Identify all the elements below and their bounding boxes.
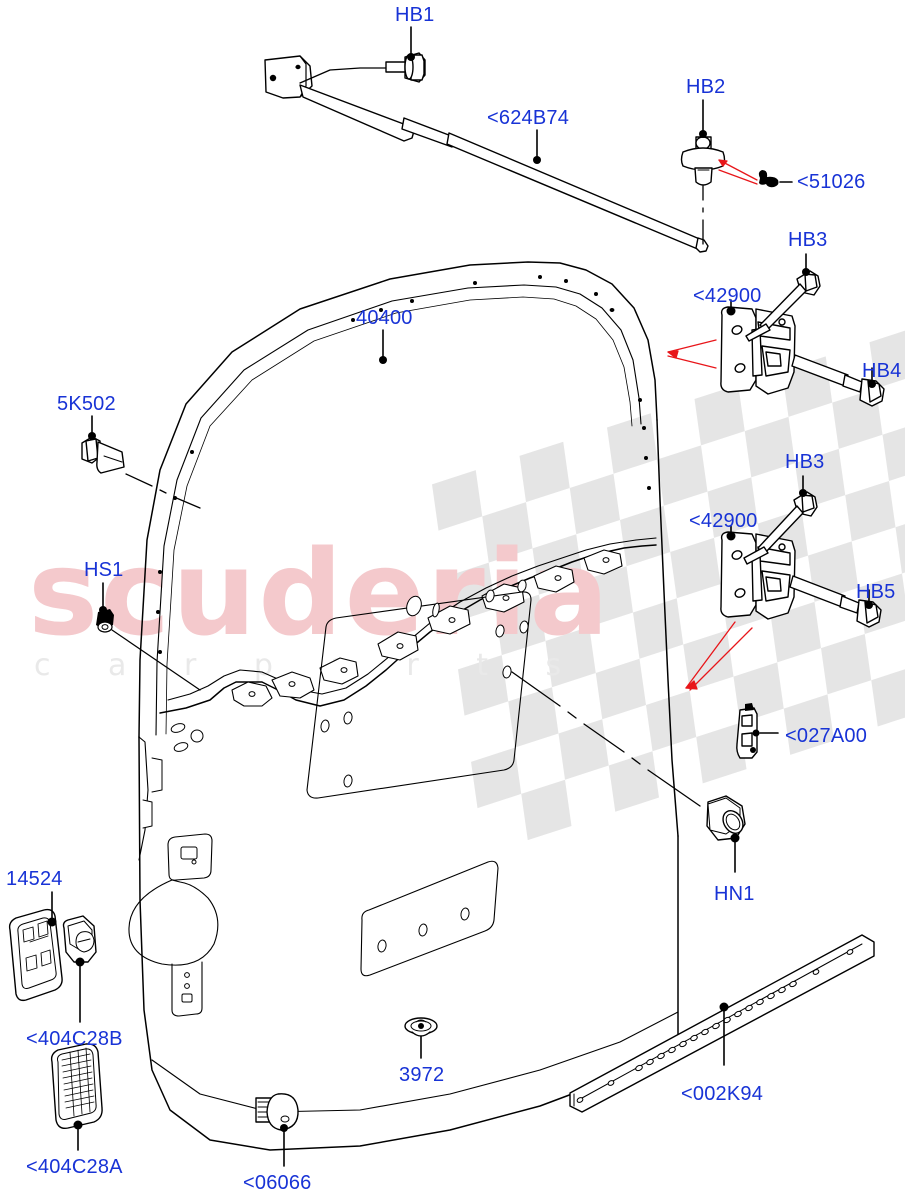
callout-40400[interactable]: 40400 <box>356 307 413 329</box>
callout-hb3-upper[interactable]: HB3 <box>788 229 828 251</box>
hinge-upper <box>720 306 796 395</box>
callout-5k502[interactable]: 5K502 <box>57 393 116 415</box>
callout-42900-upper[interactable]: <42900 <box>693 285 762 307</box>
hb4-bolt <box>791 354 885 407</box>
callout-hb4[interactable]: HB4 <box>862 360 902 382</box>
5k502-axis-dashdot <box>125 473 201 509</box>
clip-51026 <box>758 170 779 188</box>
hs1-assembly-line <box>111 629 201 691</box>
callout-3972[interactable]: 3972 <box>399 1064 445 1086</box>
buffer-hn1 <box>706 795 746 841</box>
strut-link-arm <box>299 67 393 84</box>
callout-hs1[interactable]: HS1 <box>84 559 124 581</box>
callout-624b74[interactable]: <624B74 <box>487 107 570 129</box>
rail-002k94 <box>569 934 875 1113</box>
callout-06066[interactable]: <06066 <box>243 1172 312 1194</box>
hn1-axis-dashdot <box>511 671 701 807</box>
51026-highlight-arrows <box>718 159 758 185</box>
buffer-5k502 <box>81 436 125 474</box>
callout-42900-lower[interactable]: <42900 <box>689 510 758 532</box>
callout-404c28a[interactable]: <404C28A <box>26 1156 123 1178</box>
callout-hb5[interactable]: HB5 <box>856 581 896 603</box>
hb3-lower-bolt <box>743 491 818 565</box>
hb2-ball-stud <box>680 136 726 186</box>
callout-027a00[interactable]: <027A00 <box>785 725 868 747</box>
hinge-lower <box>720 531 796 620</box>
callout-404c28b[interactable]: <404C28B <box>26 1028 123 1050</box>
hb1-bolt <box>385 52 426 83</box>
hs1-screw <box>96 609 114 633</box>
callout-hn1[interactable]: HN1 <box>714 883 755 905</box>
gas-strut-body <box>299 84 709 253</box>
callout-14524[interactable]: 14524 <box>6 868 63 890</box>
callout-hb3-lower[interactable]: HB3 <box>785 451 825 473</box>
callout-002k94[interactable]: <002K94 <box>681 1083 764 1105</box>
callout-hb2[interactable]: HB2 <box>686 76 726 98</box>
hinge-lower-highlight-arrows <box>685 621 753 691</box>
plug-3972 <box>404 1017 438 1037</box>
vent-grille-404c28a <box>50 1043 103 1130</box>
hinge-upper-highlight-arrows <box>667 339 717 369</box>
stop-block-404c28b <box>62 915 97 963</box>
striker-027a00 <box>736 703 760 759</box>
hb3-upper-bolt <box>745 270 821 342</box>
callout-hb1[interactable]: HB1 <box>395 4 435 26</box>
screw-06066 <box>255 1093 299 1131</box>
door-panel-40400 <box>128 261 679 1151</box>
plate-14524 <box>8 908 63 1002</box>
callout-51026[interactable]: <51026 <box>797 171 866 193</box>
